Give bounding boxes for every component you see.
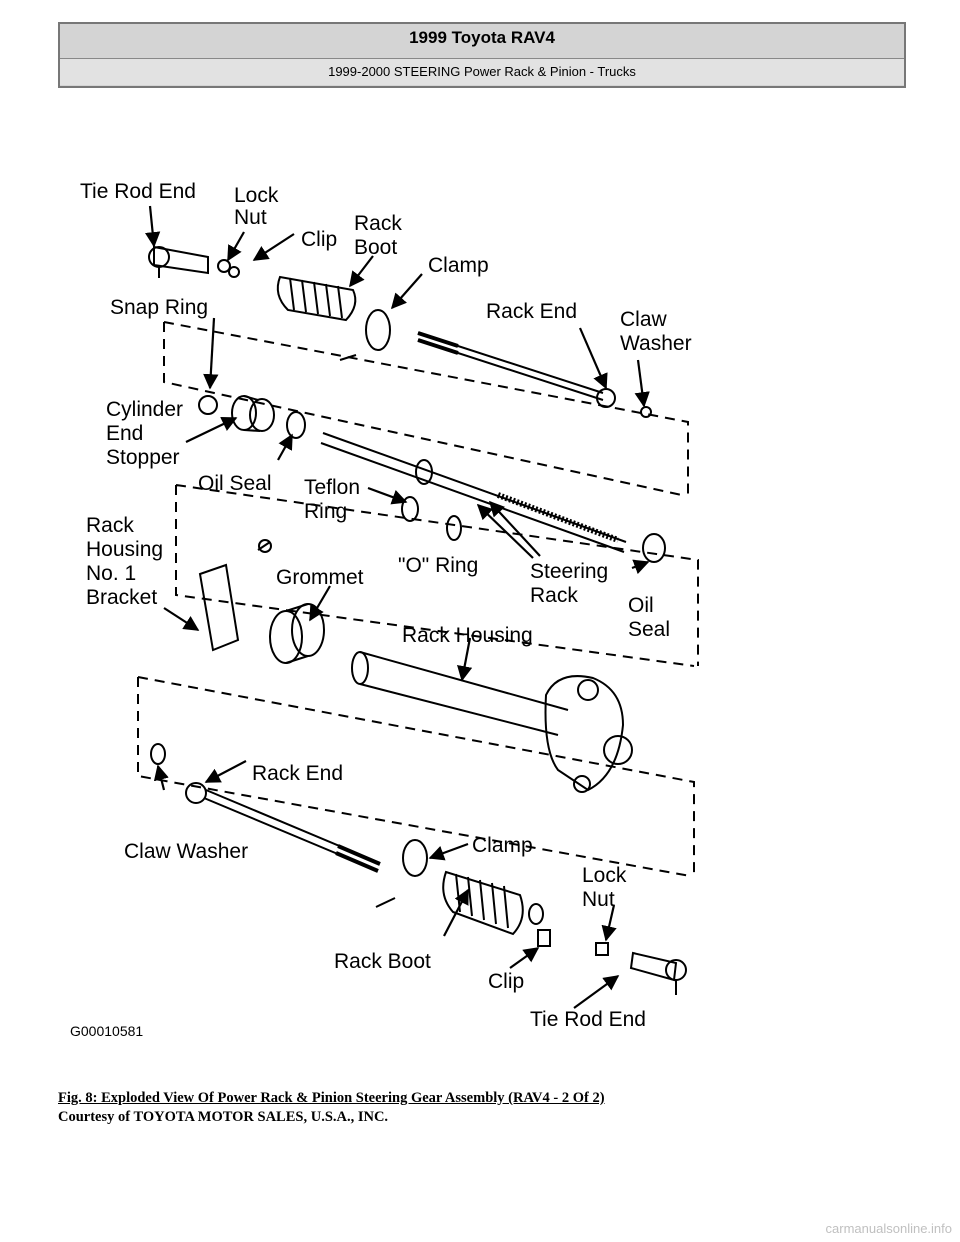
- lock-nut-bottom: [595, 942, 609, 956]
- dashed-guide-lines: [137, 321, 699, 878]
- teflon-ring: [401, 496, 419, 522]
- rack-end-rod-bottom: [185, 782, 381, 873]
- snap-ring: [198, 395, 218, 415]
- rack-boot-top: [276, 275, 357, 322]
- label-claw-washer-bottom: Claw Washer: [124, 840, 248, 863]
- rack-end-rod-top: [417, 331, 652, 418]
- label-rack-housing-bracket-4: Bracket: [86, 586, 157, 609]
- clamp-screw-top: [339, 354, 357, 361]
- label-claw-washer-top-1: Claw: [620, 308, 668, 331]
- label-teflon-ring-2: Ring: [304, 500, 347, 523]
- label-rack-boot-bottom: Rack Boot: [334, 950, 431, 973]
- label-steering-rack-2: Rack: [530, 584, 578, 607]
- part-labels: Tie Rod End Lock Nut Clip Rack Boot Clam…: [70, 180, 692, 1039]
- label-o-ring: "O" Ring: [398, 554, 478, 577]
- steering-rack: [320, 432, 627, 553]
- claw-washer-bottom: [150, 743, 166, 765]
- label-oil-seal-right-1: Oil: [628, 594, 654, 617]
- label-grommet: Grommet: [276, 566, 364, 589]
- label-clip-bottom: Clip: [488, 970, 524, 993]
- label-cylinder-end-stopper-2: End: [106, 422, 143, 445]
- label-steering-rack-1: Steering: [530, 560, 608, 583]
- label-tie-rod-end-top: Tie Rod End: [80, 180, 196, 203]
- page-title: 1999 Toyota RAV4: [409, 28, 555, 47]
- label-lock-nut-top-1: Lock: [234, 184, 279, 207]
- leader-lines: [144, 205, 650, 1009]
- rack-housing-body: [351, 651, 633, 793]
- page-subtitle: 1999-2000 STEERING Power Rack & Pinion -…: [60, 58, 904, 85]
- cylinder-end-stopper: [231, 395, 275, 432]
- figure-code: G00010581: [70, 1023, 143, 1039]
- label-rack-housing-bracket-3: No. 1: [86, 562, 136, 585]
- label-rack-boot-top-1: Rack: [354, 212, 402, 235]
- label-clip-top: Clip: [301, 228, 337, 251]
- watermark: carmanualsonline.info: [825, 1221, 952, 1236]
- label-lock-nut-bottom-2: Nut: [582, 888, 615, 911]
- label-lock-nut-bottom-1: Lock: [582, 864, 627, 887]
- label-cylinder-end-stopper-1: Cylinder: [106, 398, 183, 421]
- clamp-bottom: [402, 839, 428, 877]
- rack-housing-bracket: [198, 539, 272, 652]
- label-snap-ring: Snap Ring: [110, 296, 208, 319]
- document-header: 1999 Toyota RAV4 1999-2000 STEERING Powe…: [58, 22, 906, 88]
- label-lock-nut-top-2: Nut: [234, 206, 267, 229]
- figure-courtesy: Courtesy of TOYOTA MOTOR SALES, U.S.A., …: [58, 1109, 389, 1125]
- label-rack-housing: Rack Housing: [402, 624, 533, 647]
- label-clamp-top: Clamp: [428, 254, 489, 277]
- label-rack-boot-top-2: Boot: [354, 236, 397, 259]
- clip-bottom: [537, 929, 551, 947]
- label-rack-housing-bracket-2: Housing: [86, 538, 163, 561]
- label-clamp-bottom: Clamp: [472, 834, 533, 857]
- label-rack-end-top: Rack End: [486, 300, 577, 323]
- tie-rod-end-top: [148, 245, 240, 278]
- figure-caption: Fig. 8: Exploded View Of Power Rack & Pi…: [58, 1090, 605, 1106]
- label-oil-seal: Oil Seal: [198, 472, 272, 495]
- clamp-top: [365, 309, 391, 351]
- label-claw-washer-top-2: Washer: [620, 332, 692, 355]
- label-rack-end-bottom: Rack End: [252, 762, 343, 785]
- o-ring: [446, 515, 462, 541]
- grommet: [269, 603, 325, 664]
- clamp-screw-bottom: [375, 897, 396, 908]
- oil-seal-right: [642, 533, 666, 563]
- label-teflon-ring-1: Teflon: [304, 476, 360, 499]
- label-cylinder-end-stopper-3: Stopper: [106, 446, 180, 469]
- label-tie-rod-end-bottom: Tie Rod End: [530, 1008, 646, 1031]
- label-rack-housing-bracket-1: Rack: [86, 514, 134, 537]
- oil-seal-top: [286, 411, 306, 439]
- rack-boot-bottom: [442, 870, 544, 936]
- tie-rod-end-bottom: [629, 951, 687, 995]
- exploded-view-diagram: Tie Rod End Lock Nut Clip Rack Boot Clam…: [70, 180, 699, 1039]
- label-oil-seal-right-2: Seal: [628, 618, 670, 641]
